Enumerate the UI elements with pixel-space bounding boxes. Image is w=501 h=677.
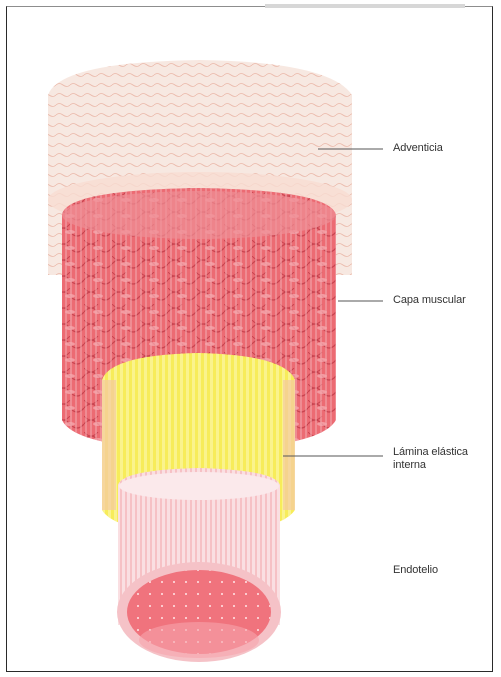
label-capa-muscular: Capa muscular [393,294,466,307]
lumen [117,562,281,662]
label-lamina-elastica: Lámina elástica interna [393,446,468,472]
label-adventicia: Adventicia [393,142,443,155]
label-lamina-line1: Lámina elástica [393,446,468,459]
label-endotelio: Endotelio [393,564,438,577]
label-lamina-line2: interna [393,459,468,472]
